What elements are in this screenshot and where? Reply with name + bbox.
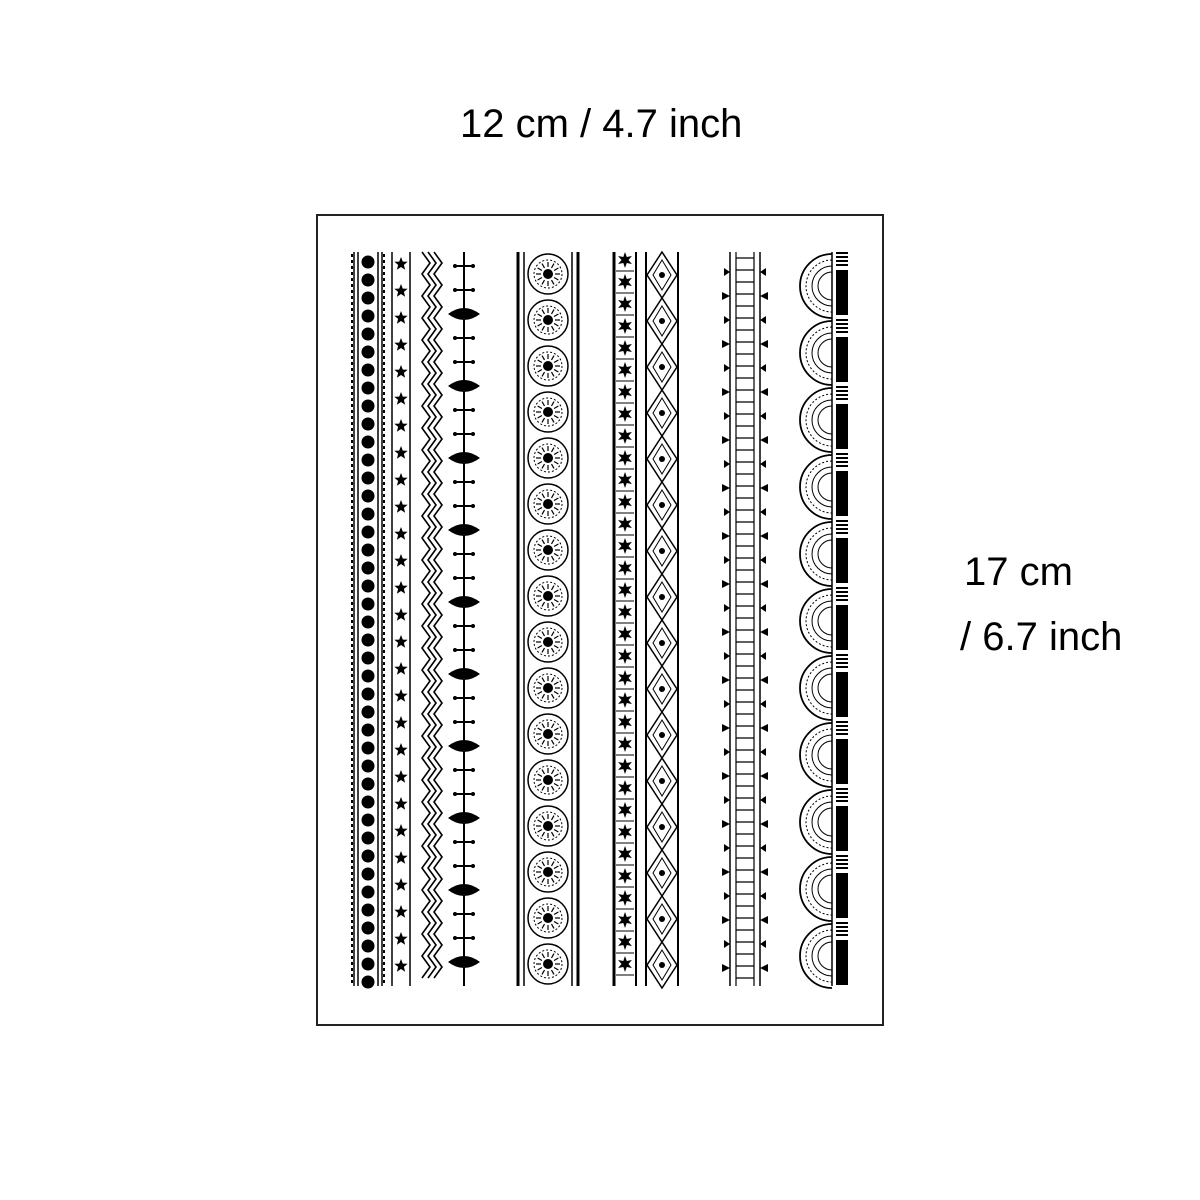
medallion-border	[516, 252, 580, 986]
star-lattice-border	[612, 252, 637, 986]
height-dimension-label-cm: 17 cm	[964, 550, 1073, 594]
diamond-border	[645, 250, 679, 990]
ladder-border	[722, 252, 768, 986]
zigzag-border	[421, 251, 443, 979]
width-dimension-label: 12 cm / 4.7 inch	[460, 102, 743, 146]
dot-column-border	[351, 252, 385, 989]
star-column-border	[391, 252, 411, 986]
leaf-stem-border	[448, 252, 480, 986]
scallop-arc-border	[799, 252, 848, 989]
pattern-borders-artwork	[351, 250, 848, 990]
stencil-sheet	[316, 214, 884, 1026]
height-dimension-label-inch: / 6.7 inch	[960, 615, 1123, 659]
